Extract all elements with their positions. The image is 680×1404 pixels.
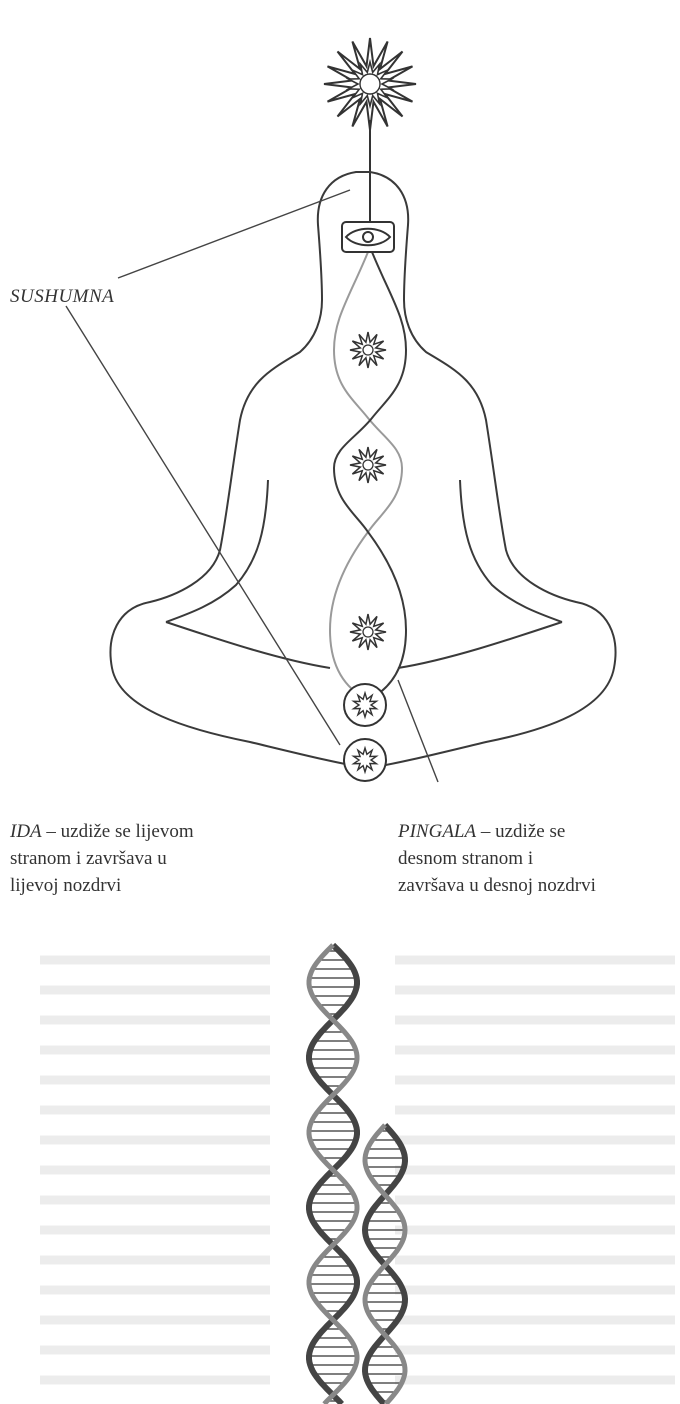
crown-star-icon	[324, 38, 416, 130]
heart-chakra-icon	[350, 447, 386, 483]
root-chakra-icon	[344, 739, 386, 781]
solar-plexus-chakra-icon	[350, 614, 386, 650]
dna-helix-left	[309, 945, 357, 1404]
ida-term: IDA	[10, 821, 42, 842]
pingala-caption-line1: PINGALA – uzdiže se	[398, 818, 596, 845]
ida-caption-line2: stranom i završava u	[10, 845, 194, 872]
pingala-caption-line2: desnom stranom i	[398, 845, 596, 872]
ida-caption-line3: lijevoj nozdrvi	[10, 872, 194, 899]
bleed-through-texture	[40, 960, 675, 1380]
ida-line1-text: – uzdiže se lijevom	[42, 821, 194, 842]
ida-caption: IDA – uzdiže se lijevom stranom i završa…	[10, 818, 194, 899]
sushumna-label: SUSHUMNA	[10, 286, 114, 308]
ida-caption-line1: IDA – uzdiže se lijevom	[10, 818, 194, 845]
third-eye-icon	[342, 222, 394, 252]
pingala-line1-text: – uzdiže se	[476, 821, 565, 842]
pingala-term: PINGALA	[398, 821, 476, 842]
throat-chakra-icon	[350, 332, 386, 368]
pingala-caption-line3: završava u desnoj nozdrvi	[398, 872, 596, 899]
pingala-caption: PINGALA – uzdiže se desnom stranom i zav…	[398, 818, 596, 899]
sacral-chakra-icon	[344, 684, 386, 726]
